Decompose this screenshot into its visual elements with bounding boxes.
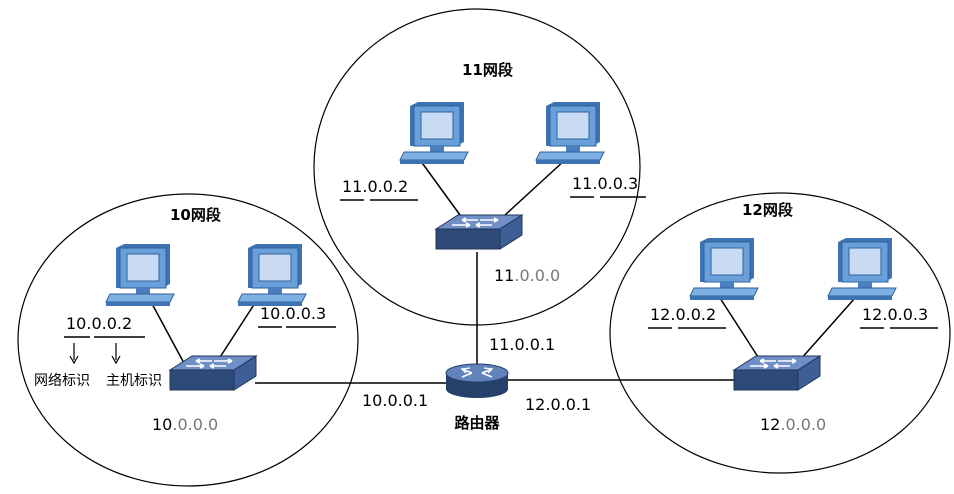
router-icon — [445, 363, 509, 398]
segment-12-title: 12网段 — [742, 201, 793, 219]
segment-11-title: 11网段 — [462, 61, 513, 79]
computer-icon — [689, 237, 759, 301]
segment-12-network-address: 12.0.0.0 — [760, 415, 826, 434]
computer-icon — [827, 237, 897, 301]
computer-icon — [105, 243, 175, 307]
host-id-annotation: 主机标识 — [106, 373, 162, 389]
down-arrow-icon — [69, 343, 79, 365]
host-12-b-ip: 12.0.0.3 — [862, 305, 928, 324]
host-11-b-ip: 11.0.0.3 — [572, 174, 638, 193]
router-label: 路由器 — [454, 414, 500, 432]
segment-10-title: 10网段 — [170, 206, 221, 224]
router-interface-12: 12.0.0.1 — [525, 395, 591, 414]
computer-icon — [399, 101, 469, 165]
links — [149, 159, 856, 384]
network-id-annotation: 网络标识 — [34, 373, 90, 389]
host-12-a-ip: 12.0.0.2 — [650, 305, 716, 324]
switch-icon — [733, 355, 821, 391]
switch-icon — [435, 214, 523, 250]
host-11-a-ip: 11.0.0.2 — [342, 177, 408, 196]
computer-icon — [237, 243, 307, 307]
segment-10-boundary — [17, 193, 359, 487]
segment-12-boundary — [609, 192, 951, 474]
router-interface-10: 10.0.0.1 — [362, 391, 428, 410]
segment-11-network-address: 11.0.0.0 — [494, 266, 560, 285]
host-10-b-ip: 10.0.0.3 — [260, 304, 326, 323]
host-10-a-ip: 10.0.0.2 — [66, 314, 132, 333]
segment-10-network-address: 10.0.0.0 — [152, 415, 218, 434]
router-interface-11: 11.0.0.1 — [489, 335, 555, 354]
computer-icon — [535, 101, 605, 165]
down-arrow-icon — [111, 343, 121, 365]
